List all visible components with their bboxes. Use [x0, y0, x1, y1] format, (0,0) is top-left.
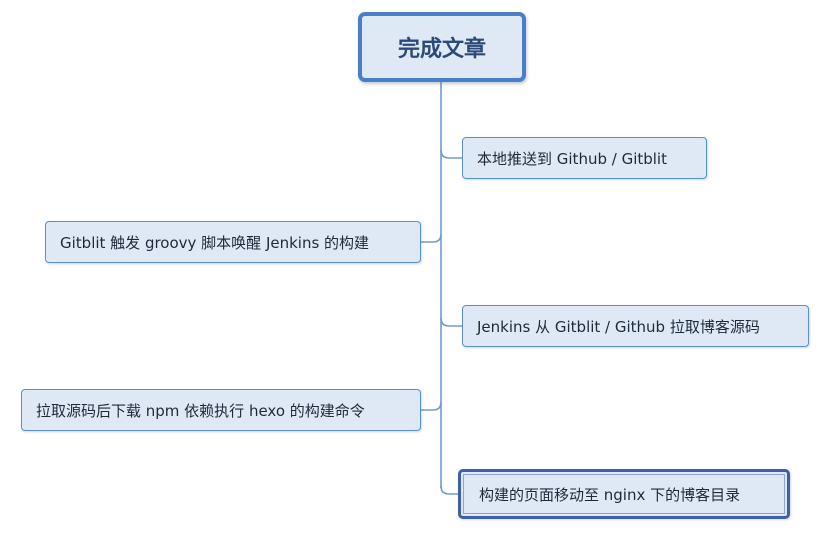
branch-connector-3 [440, 317, 462, 327]
central-topic-label: 完成文章 [397, 37, 486, 62]
branch-connector-1 [440, 149, 462, 159]
topic-node-deploy[interactable]: 构建的页面移动至 nginx 下的博客目录 [458, 469, 790, 519]
topic-label: Gitblit 触发 groovy 脚本唤醒 Jenkins 的构建 [60, 233, 370, 252]
topic-node-push[interactable]: 本地推送到 Github / Gitblit [462, 137, 707, 179]
branch-connector-2 [421, 233, 442, 243]
branch-connector-5 [440, 485, 458, 495]
topic-label: 本地推送到 Github / Gitblit [477, 149, 667, 168]
topic-node-build[interactable]: 拉取源码后下载 npm 依赖执行 hexo 的构建命令 [21, 389, 421, 431]
topic-label: 构建的页面移动至 nginx 下的博客目录 [479, 485, 741, 504]
branch-connector-4 [421, 401, 442, 411]
central-topic[interactable]: 完成文章 [358, 12, 526, 82]
topic-label: 拉取源码后下载 npm 依赖执行 hexo 的构建命令 [36, 401, 365, 420]
topic-label: Jenkins 从 Gitblit / Github 拉取博客源码 [477, 317, 760, 336]
topic-node-pull-source[interactable]: Jenkins 从 Gitblit / Github 拉取博客源码 [462, 305, 809, 347]
topic-node-trigger[interactable]: Gitblit 触发 groovy 脚本唤醒 Jenkins 的构建 [45, 221, 421, 263]
